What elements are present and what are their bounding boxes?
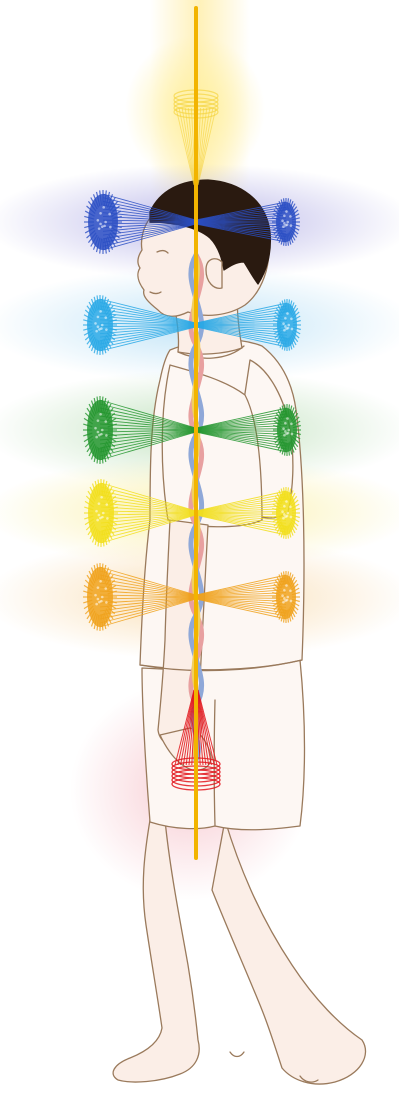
- back-leg: [212, 820, 366, 1084]
- ankle-mark: [230, 1052, 244, 1057]
